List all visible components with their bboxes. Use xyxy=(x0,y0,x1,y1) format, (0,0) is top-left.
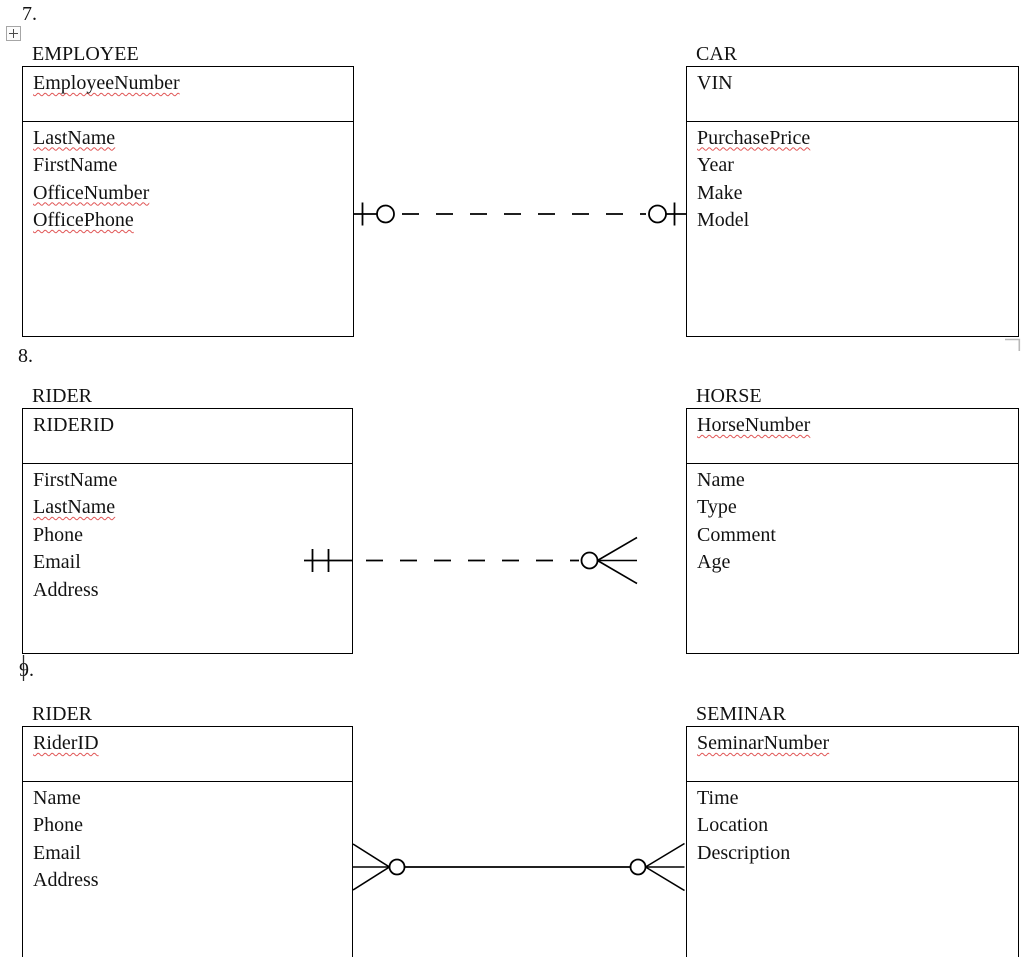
move-cross-vertical xyxy=(13,29,14,38)
relationship-7-one-to-one-optional xyxy=(354,202,686,226)
attribute: OfficePhone xyxy=(33,209,134,231)
attribute-compartment: LastName FirstName OfficeNumber OfficePh… xyxy=(23,122,353,235)
pk-compartment: HorseNumber xyxy=(687,409,1018,464)
attribute: Phone xyxy=(33,523,83,546)
attribute: Type xyxy=(697,496,737,518)
attribute: Address xyxy=(33,578,99,601)
pk-attribute: EmployeeNumber xyxy=(33,72,180,94)
optional-circle-icon xyxy=(629,858,647,876)
optional-circle-icon xyxy=(376,204,395,224)
attribute-compartment: FirstName LastName Phone Email Address xyxy=(23,464,352,605)
attribute: Name xyxy=(697,468,745,491)
entity-box-employee: EmployeeNumber LastName FirstName Office… xyxy=(22,66,354,337)
entity-box-horse: HorseNumber Name Type Comment Age xyxy=(686,408,1019,654)
pk-attribute: RiderID xyxy=(33,732,99,754)
attribute: Address xyxy=(33,869,99,891)
optional-circle-icon xyxy=(388,858,406,876)
attribute: Comment xyxy=(697,523,776,546)
attribute-compartment: Name Type Comment Age xyxy=(687,464,1018,577)
pk-compartment: RiderID xyxy=(23,727,352,782)
entity-title-car: CAR xyxy=(696,43,738,65)
attribute: Year xyxy=(697,154,734,176)
attribute: PurchasePrice xyxy=(697,126,811,149)
attribute: Phone xyxy=(33,814,83,836)
attribute: Location xyxy=(697,814,769,836)
attribute: Age xyxy=(697,551,731,573)
optional-circle-icon xyxy=(580,551,599,570)
attribute: Make xyxy=(697,181,743,204)
crow-foot-icon xyxy=(597,536,638,585)
canvas-resize-corner-icon xyxy=(1005,338,1021,351)
entity-box-seminar: SeminarNumber Time Location Description xyxy=(686,726,1019,957)
crow-foot-icon xyxy=(645,842,685,892)
entity-box-rider: RIDERID FirstName LastName Phone Email A… xyxy=(22,408,353,654)
pk-attribute: SeminarNumber xyxy=(697,732,830,754)
list-number-7: 7. xyxy=(22,3,37,25)
attribute: FirstName xyxy=(33,468,118,491)
attribute: Time xyxy=(697,786,739,809)
attribute: FirstName xyxy=(33,154,118,176)
canvas-move-handle-icon[interactable] xyxy=(6,26,21,41)
attribute: Email xyxy=(33,551,81,573)
relationship-9-many-to-many-optional xyxy=(352,842,685,892)
relationship-8-one-to-many-optional xyxy=(304,536,638,585)
attribute-compartment: Time Location Description xyxy=(687,782,1018,868)
attribute: LastName xyxy=(33,126,116,149)
attribute: Model xyxy=(697,209,750,231)
pk-compartment: VIN xyxy=(687,67,1018,122)
attribute-compartment: Name Phone Email Address xyxy=(23,782,352,895)
entity-title-horse: HORSE xyxy=(696,385,762,407)
attribute: Email xyxy=(33,841,81,864)
entity-title-rider-2: RIDER xyxy=(32,703,92,725)
attribute: LastName xyxy=(33,496,116,518)
pk-attribute: RIDERID xyxy=(33,414,115,436)
pk-compartment: EmployeeNumber xyxy=(23,67,353,122)
attribute: Name xyxy=(33,786,81,809)
optional-circle-icon xyxy=(648,204,667,224)
entity-title-rider: RIDER xyxy=(32,385,92,407)
attribute: Description xyxy=(697,841,791,864)
crow-foot-icon xyxy=(352,843,390,891)
pk-compartment: RIDERID xyxy=(23,409,352,464)
attribute-compartment: PurchasePrice Year Make Model xyxy=(687,122,1018,235)
list-number-8: 8. xyxy=(18,345,33,367)
entity-box-rider-2: RiderID Name Phone Email Address xyxy=(22,726,353,957)
pk-attribute: VIN xyxy=(697,72,733,94)
list-number-9: 9. xyxy=(19,659,34,681)
pk-attribute: HorseNumber xyxy=(697,414,811,436)
entity-title-employee: EMPLOYEE xyxy=(32,43,139,65)
entity-title-seminar: SEMINAR xyxy=(696,703,787,725)
entity-box-car: VIN PurchasePrice Year Make Model xyxy=(686,66,1019,337)
attribute: OfficeNumber xyxy=(33,181,150,204)
pk-compartment: SeminarNumber xyxy=(687,727,1018,782)
